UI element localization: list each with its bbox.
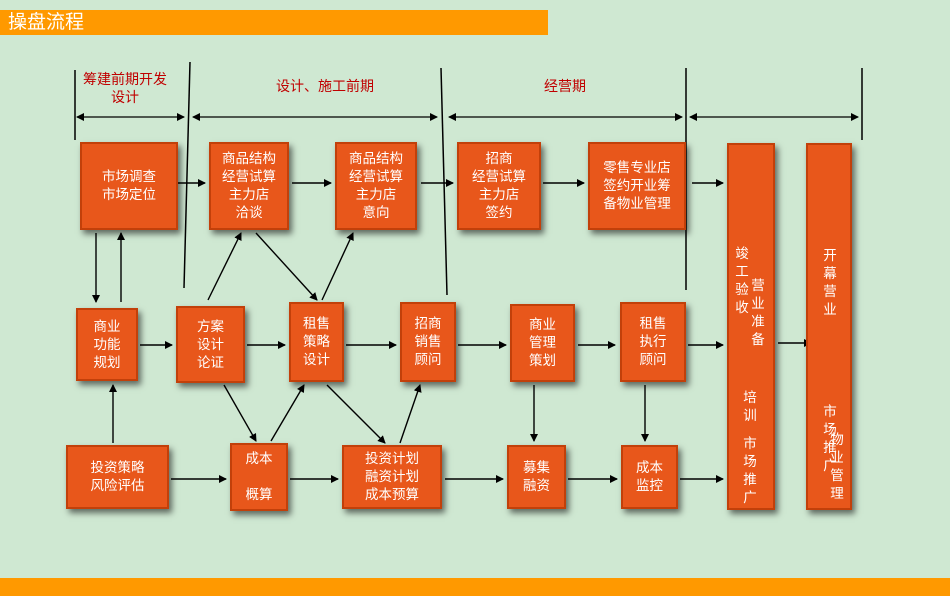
box-product-structure-1: 商品结构 经营试算 主力店 洽谈: [209, 142, 289, 230]
title-bar: 操盘流程: [0, 10, 548, 35]
arrow-plan-product1: [207, 232, 242, 301]
phase-label-2: 设计、施工前期: [276, 79, 374, 95]
phase-label-1-line2: 设计: [111, 90, 139, 106]
box-plan-design: 方案 设计 论证: [176, 306, 245, 383]
phase-label-1-line1: 筹建前期开发: [83, 72, 167, 88]
arrow-rent-product2: [321, 232, 354, 301]
box-invest-plan: 投资计划 融资计划 成本预算: [342, 445, 442, 509]
tall2-text-col2: 市场推广: [823, 404, 837, 474]
arrow-cost-rent: [270, 384, 305, 442]
box-market-research: 市场调查 市场定位: [80, 142, 178, 230]
box-retail-contract: 零售专业店 签约开业筹 备物业管理: [588, 142, 686, 230]
divider-line-2: [183, 61, 191, 289]
box-fundraise: 募集 融资: [507, 445, 566, 509]
tall1-text-col3: 培训: [743, 390, 757, 424]
tall1-text-col2: 营业准备: [751, 278, 765, 348]
divider-line-3: [440, 67, 448, 296]
box-invest-strategy: 投资策略 风险评估: [66, 445, 169, 509]
arrow-plan-cost: [223, 384, 257, 442]
tall2-text-col1: 开幕营业: [823, 248, 837, 318]
box-cost-estimate: 成本 概算: [230, 443, 288, 511]
arrow-product1-rent: [255, 232, 318, 301]
page-title: 操盘流程: [8, 11, 85, 33]
bottom-bar: [0, 578, 950, 596]
tall2-text-col3: 物业管理: [830, 432, 844, 502]
tall1-text-col1: 竣工验收: [735, 246, 749, 316]
tall1-text-col4: 市场推广: [743, 436, 757, 506]
arrow-rent-investplan: [326, 384, 386, 444]
box-sales-consult: 招商 销售 顾问: [400, 302, 456, 382]
tall-box-opening: 开幕营业 市场推广 物业管理: [806, 143, 852, 510]
tall-box-completion: 竣工验收 营业准备 培训 市场推广: [727, 143, 775, 510]
phase-label-1: 筹建前期开发 设计: [60, 71, 190, 107]
box-rent-strategy: 租售 策略 设计: [289, 302, 344, 382]
box-cost-control: 成本 监控: [621, 445, 678, 509]
arrow-investplan-sales: [399, 384, 422, 444]
box-zhaoshang-contract: 招商 经营试算 主力店 签约: [457, 142, 541, 230]
box-rent-exec: 租售 执行 顾问: [620, 302, 686, 382]
box-function-planning: 商业 功能 规划: [76, 308, 138, 381]
phase-label-3: 经营期: [544, 79, 586, 95]
box-product-structure-2: 商品结构 经营试算 主力店 意向: [335, 142, 417, 230]
box-commercial-mgmt: 商业 管理 策划: [510, 304, 575, 382]
